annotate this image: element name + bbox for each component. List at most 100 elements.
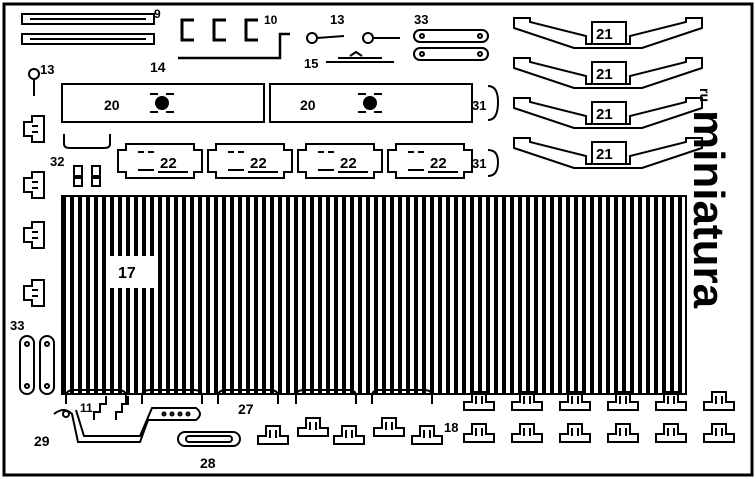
grille-bar <box>310 196 314 394</box>
grille-bar <box>502 196 506 394</box>
grille-bar <box>158 196 162 394</box>
grille-bar <box>558 196 562 394</box>
grille-bar <box>398 196 402 394</box>
part-17-grille <box>61 195 687 395</box>
part-label-22: 22 <box>160 155 177 172</box>
part-label-31b: 31 <box>472 156 486 171</box>
part-label-20b: 20 <box>300 97 316 113</box>
part-29-linkage <box>53 407 201 443</box>
side-clip <box>23 221 45 249</box>
grille-bar <box>326 196 330 394</box>
grille-bar <box>294 196 298 394</box>
grille-bar <box>454 196 458 394</box>
grille-bar <box>486 196 490 394</box>
bracket-foot <box>511 423 543 443</box>
grille-bar <box>526 196 530 394</box>
grille-bar <box>390 196 394 394</box>
bracket-foot <box>607 391 639 411</box>
grille-bar <box>646 196 650 394</box>
part-label-18: 18 <box>444 420 458 435</box>
wing: 21 <box>513 97 703 129</box>
grille-bar <box>198 196 202 394</box>
grille-bar <box>622 196 626 394</box>
grille-bar <box>150 196 154 394</box>
handle <box>295 389 357 404</box>
part-32-channel <box>63 134 111 187</box>
part-label-15: 15 <box>304 56 318 71</box>
grille-bar <box>214 196 218 394</box>
part-28-slot <box>177 431 241 447</box>
grille-bar <box>510 196 514 394</box>
grille-bar <box>102 196 106 394</box>
grille-bar <box>430 196 434 394</box>
grille-bar <box>166 196 170 394</box>
grille-bar <box>638 196 642 394</box>
grille-bar <box>126 196 130 394</box>
part-label-29: 29 <box>34 433 50 449</box>
part-13-levers <box>28 32 400 96</box>
bracket-foot <box>703 423 735 443</box>
part-15-strut <box>326 50 394 63</box>
grille-bar <box>662 196 666 394</box>
grille-bar <box>630 196 634 394</box>
grille-bar <box>366 196 370 394</box>
part-11-steps <box>93 396 129 420</box>
bracket-foot <box>703 391 735 411</box>
grille-bar <box>142 196 146 394</box>
wing: 21 <box>513 17 703 49</box>
bracket-foot <box>373 417 405 437</box>
hatch: 22 <box>297 143 383 179</box>
grille-frame <box>61 195 687 395</box>
part-10-brackets <box>180 18 258 42</box>
handle <box>141 389 203 404</box>
grille-bar <box>606 196 610 394</box>
hatch: 22 <box>117 143 203 179</box>
grille-bar <box>238 196 242 394</box>
grille-bar <box>334 196 338 394</box>
part-18-brackets <box>257 391 735 445</box>
panel-hole-left <box>155 96 169 110</box>
part-31-clips <box>487 85 500 177</box>
grille-bar <box>518 196 522 394</box>
part-27-handles <box>65 389 433 404</box>
bracket-foot <box>655 423 687 443</box>
grille-bar <box>206 196 210 394</box>
grille-bar <box>534 196 538 394</box>
grille-bar <box>678 196 682 394</box>
grille-bar <box>190 196 194 394</box>
grille-bar <box>246 196 250 394</box>
bracket-foot <box>463 391 495 411</box>
bracket-foot <box>257 425 289 445</box>
grille-bar <box>414 196 418 394</box>
grille-bar <box>62 196 66 394</box>
bracket-foot <box>411 425 443 445</box>
part-14-rod <box>178 32 290 60</box>
bracket-foot <box>559 391 591 411</box>
part-20-panels <box>61 83 473 123</box>
grille-bar <box>478 196 482 394</box>
part-label-21: 21 <box>596 66 613 83</box>
grille-bar <box>110 196 114 394</box>
grille-bar <box>174 196 178 394</box>
brand-suffix: ru <box>697 88 713 102</box>
part-label-21: 21 <box>596 146 613 163</box>
bracket-foot <box>655 391 687 411</box>
part-label-21: 21 <box>596 26 613 43</box>
grille-bar <box>254 196 258 394</box>
grille-bar <box>670 196 674 394</box>
brand-logo: ru miniatura <box>684 88 733 309</box>
part-label-14: 14 <box>150 59 166 75</box>
grille-bar <box>350 196 354 394</box>
grille-bar <box>582 196 586 394</box>
grille-bar <box>318 196 322 394</box>
hatch: 22 <box>387 143 473 179</box>
grille-bar <box>270 196 274 394</box>
grille-bar <box>542 196 546 394</box>
handle <box>371 389 433 404</box>
grille-bar <box>222 196 226 394</box>
part-33-side-plates <box>19 335 55 395</box>
part-label-28: 28 <box>200 455 216 471</box>
grille-bar <box>614 196 618 394</box>
